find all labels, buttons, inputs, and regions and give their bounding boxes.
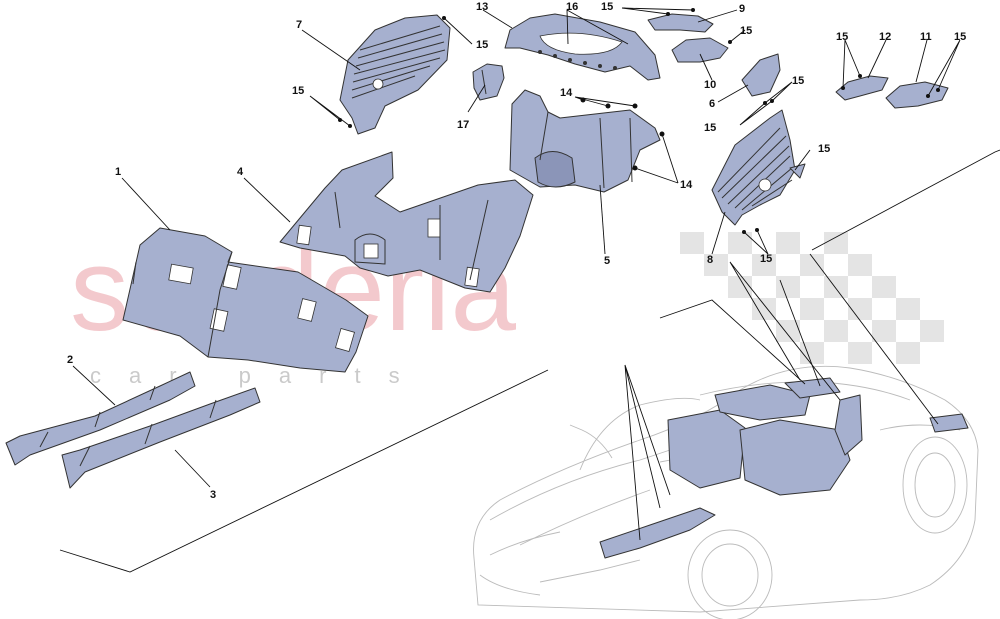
checkered-flag-watermark (680, 232, 944, 364)
part-12-insulation (835, 75, 889, 101)
part-6-insulation (741, 53, 781, 97)
callout-13: 13 (476, 1, 488, 13)
installed-parts (599, 377, 969, 559)
callout-15-b: 15 (292, 85, 304, 97)
part-7-grille-insulation (339, 14, 451, 135)
callout-15-e: 15 (792, 75, 804, 87)
callout-1: 1 (115, 166, 121, 178)
callout-11: 11 (920, 31, 932, 43)
callout-5: 5 (604, 255, 610, 267)
callout-15-i: 15 (818, 143, 830, 155)
callout-8: 8 (707, 254, 713, 266)
callout-15-f: 15 (704, 122, 716, 134)
callout-15-c: 15 (601, 1, 613, 13)
callout-4: 4 (237, 166, 244, 178)
callout-12: 12 (879, 31, 891, 43)
leader-lines (59, 7, 1000, 573)
callout-7: 7 (296, 19, 302, 31)
car-line-drawing (473, 365, 979, 619)
part-5-bulkhead-insulation (509, 89, 661, 193)
part-3-sill-insulation (61, 387, 261, 489)
part-10-cover (671, 37, 729, 63)
callout-6: 6 (709, 98, 715, 110)
callout-10: 10 (704, 79, 716, 91)
part-2-sill-insulation (5, 371, 196, 466)
callout-15-a: 15 (476, 39, 488, 51)
part-8-grille-insulation (711, 109, 806, 226)
callout-15-j: 15 (760, 253, 772, 265)
callout-15-h: 15 (954, 31, 966, 43)
callout-14-top: 14 (560, 87, 573, 99)
callout-9: 9 (739, 3, 745, 15)
callout-15-d: 15 (740, 25, 752, 37)
callout-3: 3 (210, 489, 216, 501)
callout-17: 17 (457, 119, 469, 131)
watermark-sub: car parts (90, 363, 428, 388)
part-1-floor-insulation (122, 227, 369, 373)
callout-labels: 1 2 3 4 5 6 7 8 9 10 11 12 13 14 14 15 1… (67, 1, 966, 501)
part-9-cover (647, 13, 714, 33)
part-11-insulation (885, 81, 949, 109)
part-17-bracket-insulation (472, 63, 505, 101)
callout-2: 2 (67, 354, 73, 366)
callout-14-right: 14 (680, 179, 693, 191)
callout-16: 16 (566, 1, 578, 13)
callout-15-g: 15 (836, 31, 848, 43)
part-4-tunnel-insulation (279, 151, 534, 293)
part-13-crossmember-insulation (504, 13, 661, 81)
